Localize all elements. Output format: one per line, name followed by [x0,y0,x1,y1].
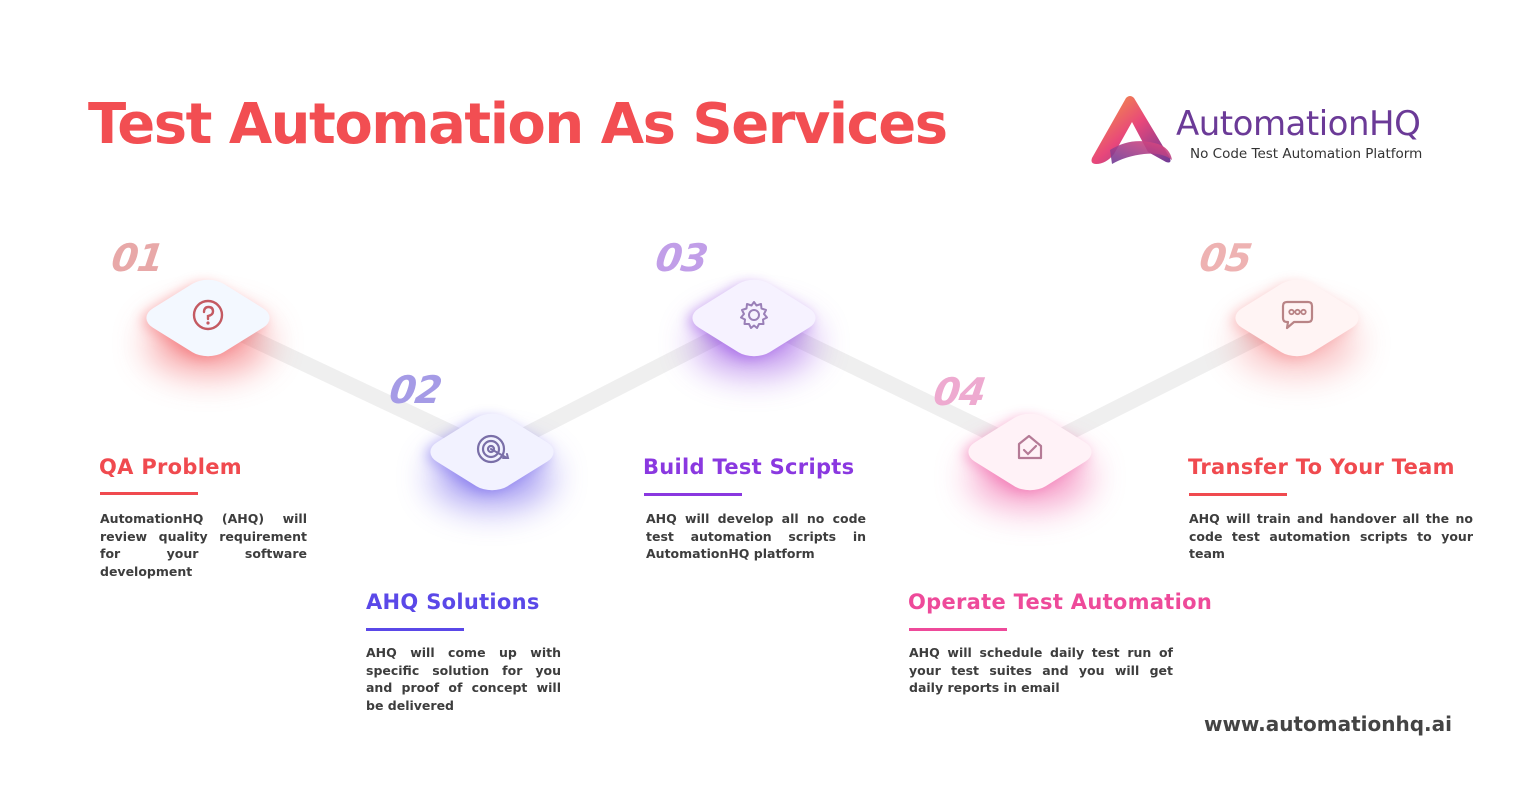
automationhq-logo-icon [1091,96,1172,164]
step-description: AHQ will schedule daily test run of your… [909,645,1173,695]
question-icon [192,299,224,331]
step-node [1222,268,1372,373]
heading-underline [366,628,464,631]
step-node [417,402,567,507]
brand-name: AutomationHQ [1176,104,1421,144]
step-heading: Transfer To Your Team [1188,455,1455,479]
brand-tagline: No Code Test Automation Platform [1190,146,1423,162]
step-description: AHQ will train and handover all the no c… [1189,511,1473,561]
step-heading: Operate Test Automation [908,590,1213,614]
page-title: Test Automation As Services [88,92,948,157]
step-node [955,402,1105,507]
step-description: AHQ will come up with specific solution … [366,645,561,713]
step-description: AHQ will develop all no code test automa… [646,511,866,561]
heading-underline [100,492,198,495]
brand-logo: AutomationHQ No Code Test Automation Pla… [1088,92,1468,172]
step-node [133,268,283,373]
step-heading: QA Problem [99,455,242,479]
step-description: AutomationHQ (AHQ) will review quality r… [100,511,307,579]
gear-icon [740,301,768,329]
step-heading: Build Test Scripts [643,455,855,479]
chat-bubble-icon [1281,300,1314,330]
heading-underline [1189,493,1287,496]
check-tag-icon [1017,434,1043,460]
step-node [679,268,829,373]
target-icon [476,434,510,464]
website-url: www.automationhq.ai [1203,712,1452,736]
step-heading: AHQ Solutions [366,590,540,614]
heading-underline [909,628,1007,631]
heading-underline [644,493,742,496]
